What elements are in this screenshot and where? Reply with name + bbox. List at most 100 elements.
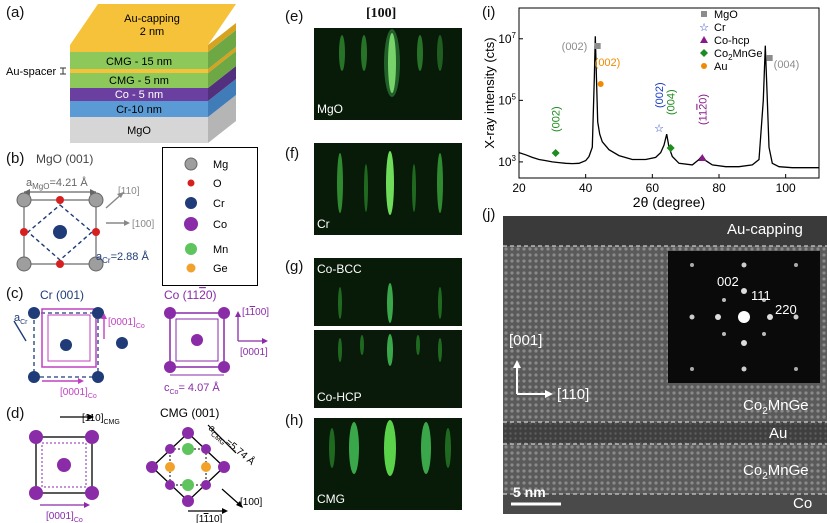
- mgo-lattice-diagram: MgO (001) aMgO=4.21 Å [110] [100] aCr=2.…: [16, 152, 154, 272]
- xrd-peak-marker: [698, 154, 707, 161]
- xrd-legend-label: Co-hcp: [714, 35, 749, 47]
- layer-stack-diagram: Au-capping 2 nm CMG - 15 nm CMG - 5 nm C…: [6, 4, 236, 143]
- rheed-label-co-bcc: Co-BCC: [317, 262, 362, 276]
- rheed-mgo: MgO: [314, 28, 462, 120]
- c-co-val: = 4.07 Å: [178, 381, 220, 394]
- layer-label-mgo: MgO: [127, 125, 151, 137]
- panel-label-f: (f): [285, 145, 300, 162]
- xrd-xlabel: 2θ (degree): [633, 194, 705, 210]
- fft-label-002: 002: [717, 274, 739, 289]
- xrd-peak-annotation: (002): [595, 57, 621, 69]
- rheed-label-co-hcp: Co-HCP: [317, 390, 362, 404]
- a-mgo-val: =4.21 Å: [49, 176, 88, 189]
- d-dir-100: [100]: [240, 497, 262, 508]
- legend-item-mg: Mg: [184, 157, 228, 171]
- fft-inset: [668, 251, 820, 383]
- xrd-legend-label: Au: [714, 61, 727, 73]
- c-co-0001-a: [0001]: [108, 317, 136, 328]
- layer-au-capping: [70, 4, 236, 52]
- xrd-ytick-label: 107: [498, 31, 516, 46]
- dir-110-label: [110]: [118, 186, 140, 197]
- xrd-peak-annotation: (004): [666, 89, 678, 115]
- svg-text:aCr=2.88 Å: aCr=2.88 Å: [96, 250, 149, 265]
- au-spacer-marker: [60, 67, 66, 75]
- layer-label-cmg-5: CMG - 5 nm: [109, 75, 169, 87]
- panel-label-c: (c): [6, 285, 24, 302]
- direction-axes: [513, 360, 553, 398]
- xrd-xtick-label: 40: [579, 181, 593, 195]
- xrd-ylabel: X-ray intensity (cts): [482, 37, 497, 148]
- layer-label-cr: Cr-10 nm: [116, 104, 162, 116]
- scale-bar-label: 5 nm: [513, 484, 546, 500]
- svg-text:[1110]: [1110]: [196, 514, 223, 523]
- panel-label-g: (g): [285, 258, 304, 275]
- rheed-cr: Cr: [314, 143, 462, 235]
- layer-label-au-thickness: 2 nm: [140, 26, 164, 38]
- legend-item-o: O: [187, 178, 222, 190]
- xrd-peak-annotation: (002): [551, 106, 563, 132]
- xrd-peak-annotation: (004): [774, 59, 800, 71]
- svg-text:[1100]: [1100]: [242, 307, 269, 318]
- co-title-b: 0): [206, 288, 217, 302]
- tem-label-co: Co: [793, 495, 813, 512]
- xrd-peak-annotation: (1120): [697, 94, 709, 125]
- tem-label-cmg-top: Co2MnGe: [743, 397, 809, 417]
- legend-label-cr: Cr: [213, 198, 225, 210]
- d-cmg-title: CMG (001): [160, 406, 219, 420]
- a-cr-label: a: [96, 251, 103, 263]
- xrd-peak-annotation: (002): [562, 41, 588, 53]
- cr-title: Cr (001): [40, 288, 84, 302]
- xrd-legend-marker: [701, 11, 707, 17]
- d-dir-110-cmg: [110]: [82, 413, 104, 424]
- xrd-xtick-label: 80: [712, 181, 726, 195]
- svg-text:[110]CMG: [110]CMG: [82, 413, 120, 426]
- panel-label-i: (i): [482, 4, 496, 21]
- xrd-peak-marker: [594, 43, 601, 49]
- layer-label-au-capping: Au-capping: [124, 13, 180, 25]
- panel-label-e: (e): [285, 8, 304, 25]
- xrd-legend-label: MgO: [714, 9, 738, 21]
- rheed-label-mgo: MgO: [317, 102, 344, 116]
- layer-cmg-5: [70, 51, 236, 88]
- rheed-co-hcp: Co-HCP: [314, 330, 462, 408]
- layer-cr: [70, 79, 236, 117]
- tem-label-au-capping: Au-capping: [727, 221, 803, 238]
- xrd-peak-annotation: (002): [654, 82, 666, 108]
- dir-100-label: [100]: [132, 219, 154, 230]
- d-dir-110b-a: [1: [196, 514, 205, 523]
- svg-text:Co (1120): Co (1120): [164, 288, 217, 302]
- cr-cell: [33, 312, 99, 378]
- xrd-legend-marker: [701, 63, 707, 69]
- svg-text:[0001]Co: [0001]Co: [46, 511, 83, 523]
- d-cmg-sub: CMG: [104, 419, 120, 426]
- d-dir-110b-b: 10]: [208, 514, 222, 523]
- xrd-peak-marker: [666, 144, 675, 152]
- legend-label-mg: Mg: [213, 159, 228, 171]
- co-hcp-cell: [169, 312, 225, 368]
- c-co-0001-b: [0001]: [60, 387, 88, 398]
- co-dir-1100-a: [1: [242, 307, 251, 318]
- layer-cmg-15: [70, 30, 236, 69]
- c-co-sub: Co: [170, 389, 179, 396]
- svg-text:cCo= 4.07 Å: cCo= 4.07 Å: [164, 381, 220, 396]
- tem-label-cmg-bottom: Co2MnGe: [743, 462, 809, 482]
- xrd-series-line: [518, 36, 819, 169]
- xrd-legend-marker: [700, 36, 708, 43]
- legend-item-mn: Mn: [185, 243, 228, 256]
- xrd-ytick-label: 103: [498, 154, 516, 169]
- co-dir-1100-b: 00]: [255, 307, 269, 318]
- cmg-lattice-diagram: [110]CMG [0001]Co CMG (001) aCMG=5.74 Å …: [29, 406, 262, 523]
- cr-co-lattice-diagram: Cr (001) aCr [0001]Co [0001]Co Co (1120)…: [13, 288, 269, 400]
- legend-item-co: Co: [184, 217, 227, 231]
- xrd-legend-marker: [700, 49, 708, 57]
- xrd-peak-marker: [551, 149, 560, 157]
- legend-item-ge: Ge: [186, 263, 228, 275]
- d-a-cmg: a: [206, 423, 218, 435]
- xrd-legend-marker: ☆: [699, 22, 709, 34]
- legend-label-co: Co: [213, 219, 227, 231]
- co-title-a: Co (11: [164, 288, 199, 302]
- svg-text:aMgO=4.21 Å: aMgO=4.21 Å: [26, 176, 88, 191]
- xrd-peak-marker: ☆: [654, 123, 664, 135]
- tem-label-au: Au: [769, 425, 788, 442]
